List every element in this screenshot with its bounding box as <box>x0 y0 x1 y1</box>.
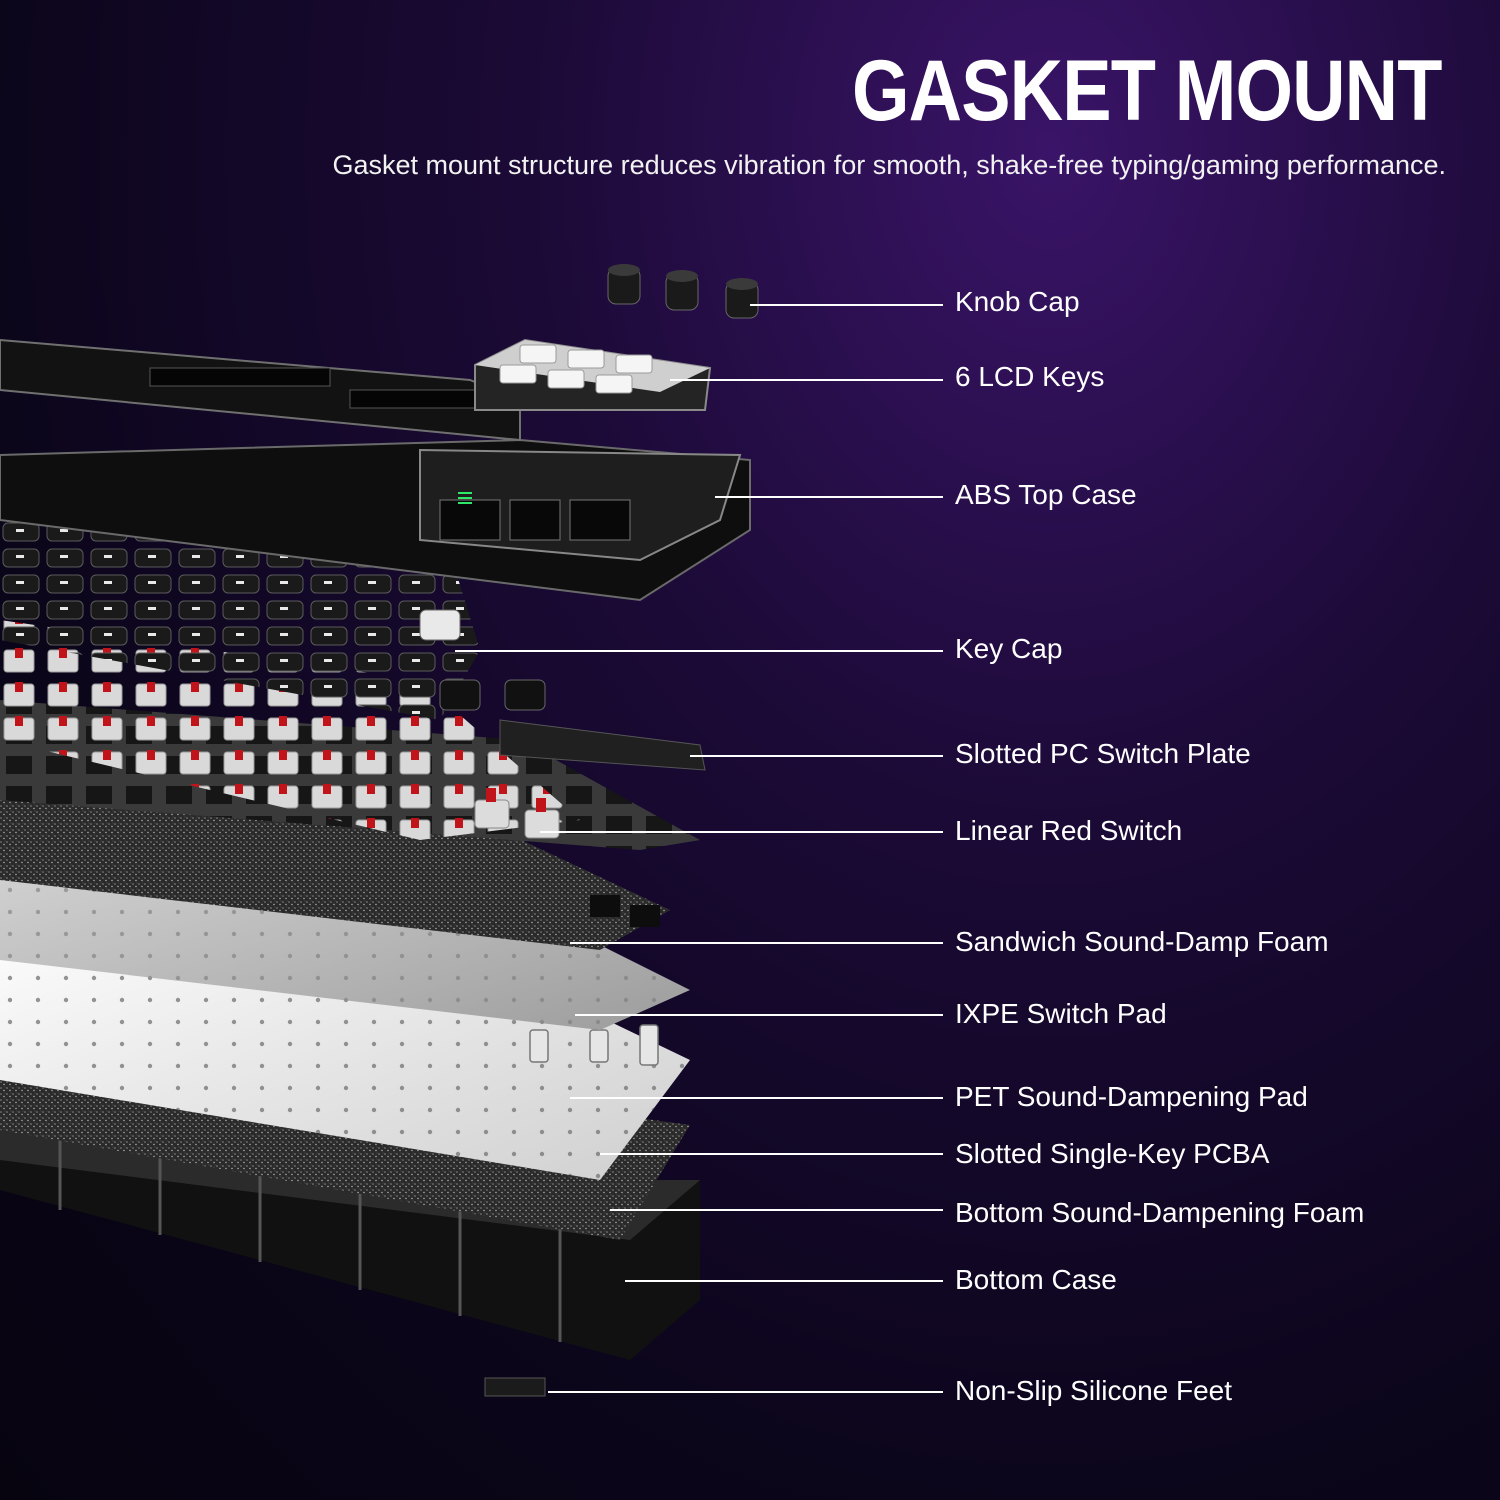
label-switch-plate: Slotted PC Switch Plate <box>955 738 1251 769</box>
page-subtitle: Gasket mount structure reduces vibration… <box>332 150 1446 180</box>
label-pcba: Slotted Single-Key PCBA <box>955 1138 1270 1169</box>
label-pet-pad: PET Sound-Dampening Pad <box>955 1081 1308 1112</box>
label-ixpe-pad: IXPE Switch Pad <box>955 998 1167 1029</box>
label-bottom-case: Bottom Case <box>955 1264 1117 1295</box>
label-sandwich-foam: Sandwich Sound-Damp Foam <box>955 926 1329 957</box>
pc-plate-strip <box>499 719 706 771</box>
page-title: GASKET MOUNT <box>852 43 1442 139</box>
top-frame <box>0 338 521 442</box>
leader-lines <box>455 304 943 1393</box>
abs-top-case-layer <box>0 438 751 602</box>
silicone-foot <box>484 1377 546 1397</box>
knob-caps <box>607 264 759 319</box>
pcba-pins <box>529 1024 659 1066</box>
label-knob-cap: Knob Cap <box>955 286 1080 317</box>
lcd-keys-block <box>474 338 712 411</box>
label-red-switch: Linear Red Switch <box>955 815 1183 846</box>
sandwich-foam-layer <box>0 770 670 950</box>
red-switch-layer <box>0 620 580 840</box>
key-cap <box>419 609 546 711</box>
label-abs-top-case: ABS Top Case <box>955 479 1137 510</box>
label-silicone-feet: Non-Slip Silicone Feet <box>955 1375 1233 1406</box>
label-bottom-foam: Bottom Sound-Dampening Foam <box>955 1197 1365 1228</box>
label-lcd-keys: 6 LCD Keys <box>955 361 1105 392</box>
label-key-cap: Key Cap <box>955 633 1063 664</box>
